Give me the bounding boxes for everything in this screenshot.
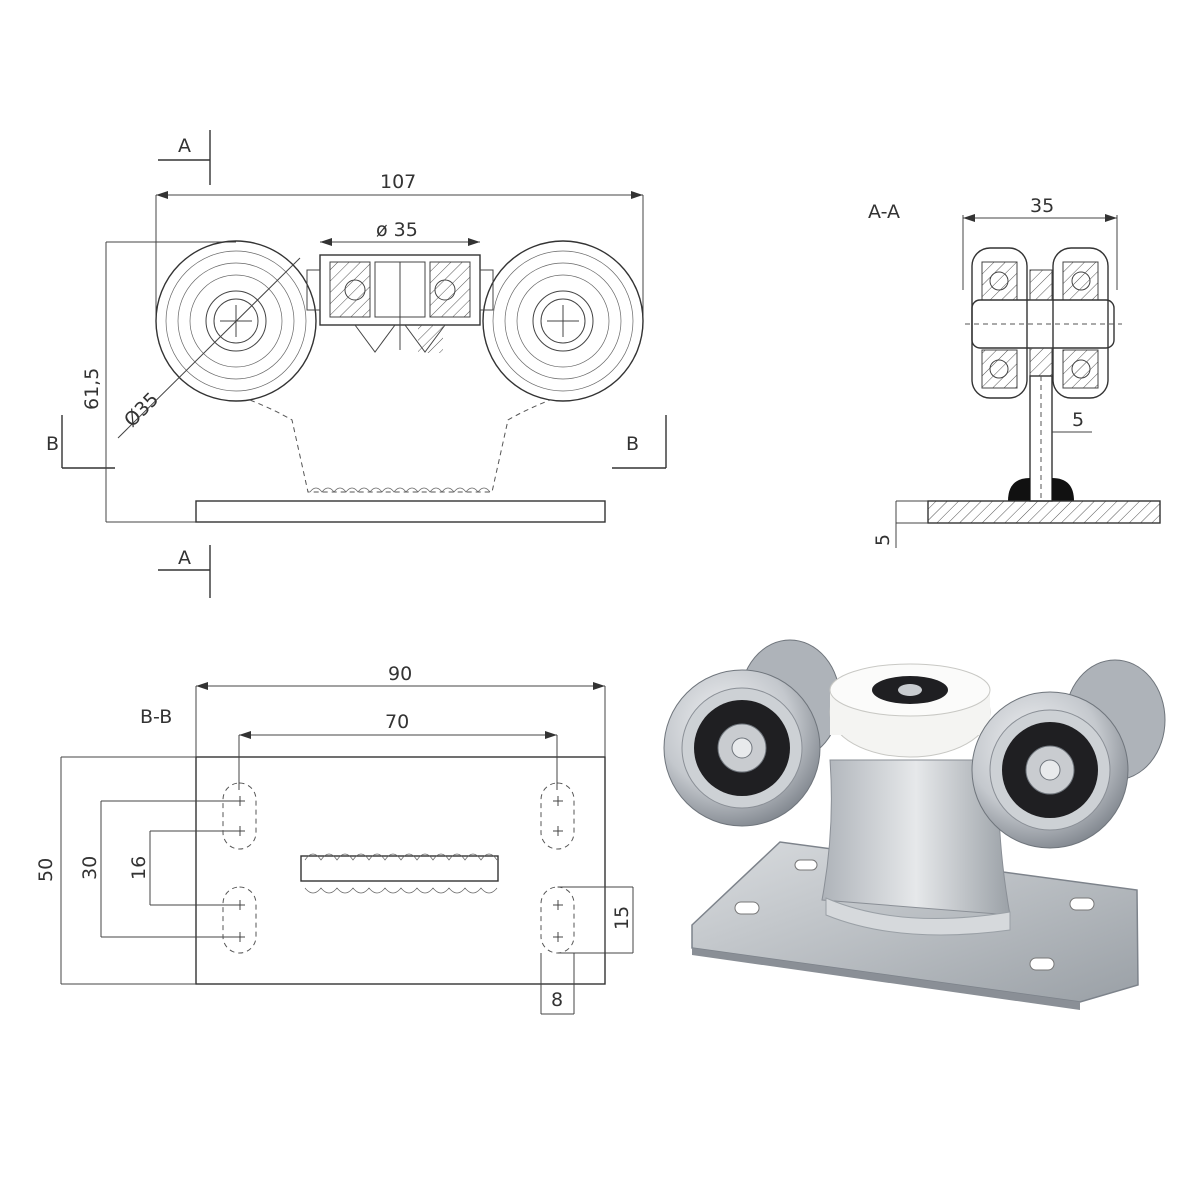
- bb-slot-top-left: [222, 782, 257, 850]
- dim-bb-slot-spacing-label: 70: [385, 711, 409, 733]
- dimension-aa-plate: 5: [872, 500, 928, 548]
- photo-plate-slot: [1029, 957, 1055, 971]
- dim-height-label: 61,5: [81, 368, 103, 410]
- bb-plate-outline: [195, 756, 606, 985]
- section-b-right-label: B: [626, 433, 639, 455]
- photo-plate-slot: [1069, 897, 1095, 911]
- photo-front-left-wheel: [663, 669, 821, 827]
- dimension-bb-slot-inner: 16: [128, 830, 240, 906]
- dim-bb-height-label: 50: [35, 858, 57, 882]
- dim-width-label: 107: [380, 171, 416, 193]
- dimension-bb-slot-length: 15: [558, 886, 634, 954]
- bb-slot-bottom-right: [540, 886, 575, 954]
- section-aa-title: A-A: [868, 201, 900, 223]
- photo-weld: [825, 897, 1011, 936]
- photo-plate-edge: [692, 948, 1080, 1010]
- dimension-aa-post: 5: [1052, 409, 1092, 433]
- dim-guide-diameter-label: ø 35: [376, 219, 418, 241]
- section-a-marker-top: A: [158, 130, 211, 185]
- dim-aa-width-label: 35: [1030, 195, 1054, 217]
- bb-weld-bar: [300, 855, 499, 882]
- section-a-marker-bottom: A: [158, 545, 211, 598]
- photo-plate-slot: [794, 859, 818, 871]
- section-bb-title: B-B: [140, 706, 172, 728]
- front-body-outline: [249, 399, 551, 493]
- dim-bb-length-label: 90: [388, 663, 412, 685]
- dimension-height-615: 61,5: [81, 241, 236, 523]
- dimension-bb-slot-width: 8: [540, 953, 575, 1015]
- aa-base-plate: [927, 500, 1161, 524]
- dimension-width-107: 107: [155, 171, 644, 320]
- photo-front-right-wheel: [971, 691, 1129, 849]
- dim-bb-slot-width-label: 8: [551, 989, 563, 1011]
- section-b-marker-left: B: [46, 415, 115, 469]
- dim-aa-post-label: 5: [1072, 409, 1084, 431]
- dimension-bb-height: 50: [35, 756, 196, 985]
- photo-plate-slot: [734, 901, 760, 915]
- section-a-bottom-label: A: [178, 547, 191, 569]
- dim-bb-slot-inner-label: 16: [128, 856, 150, 880]
- front-weld-seam: [309, 487, 491, 493]
- bb-slot-bottom-left: [222, 886, 257, 954]
- bb-slot-top-right: [540, 782, 575, 850]
- dim-aa-plate-label: 5: [872, 534, 894, 546]
- dim-bb-slot-outer-label: 30: [79, 856, 101, 880]
- dimension-aa-width: 35: [962, 195, 1118, 290]
- section-bb-view: B-B 90 70 50: [35, 663, 634, 1015]
- aa-right-wheel: [1052, 247, 1109, 399]
- photo-nylon-bearing-hub: [898, 684, 922, 696]
- dimension-bb-length: 90: [195, 663, 606, 757]
- section-a-top-label: A: [178, 135, 191, 157]
- front-guide-roller: ø 35: [306, 219, 494, 353]
- section-aa-view: A-A 35 5: [868, 195, 1161, 548]
- dim-wheel-diameter-label: Ø35: [120, 388, 163, 431]
- dimension-bb-slot-spacing: 70: [238, 711, 558, 790]
- front-base-plate: [195, 500, 606, 523]
- section-b-marker-right: B: [612, 415, 667, 469]
- section-b-left-label: B: [46, 433, 59, 455]
- front-right-wheel: [482, 240, 644, 402]
- product-photo: [663, 639, 1166, 1010]
- dim-bb-slot-length-label: 15: [611, 906, 633, 930]
- front-view: A A B B 107: [46, 130, 667, 598]
- dimension-bb-slot-outer: 30: [79, 800, 240, 938]
- dimension-wheel-diameter: Ø35: [117, 257, 301, 439]
